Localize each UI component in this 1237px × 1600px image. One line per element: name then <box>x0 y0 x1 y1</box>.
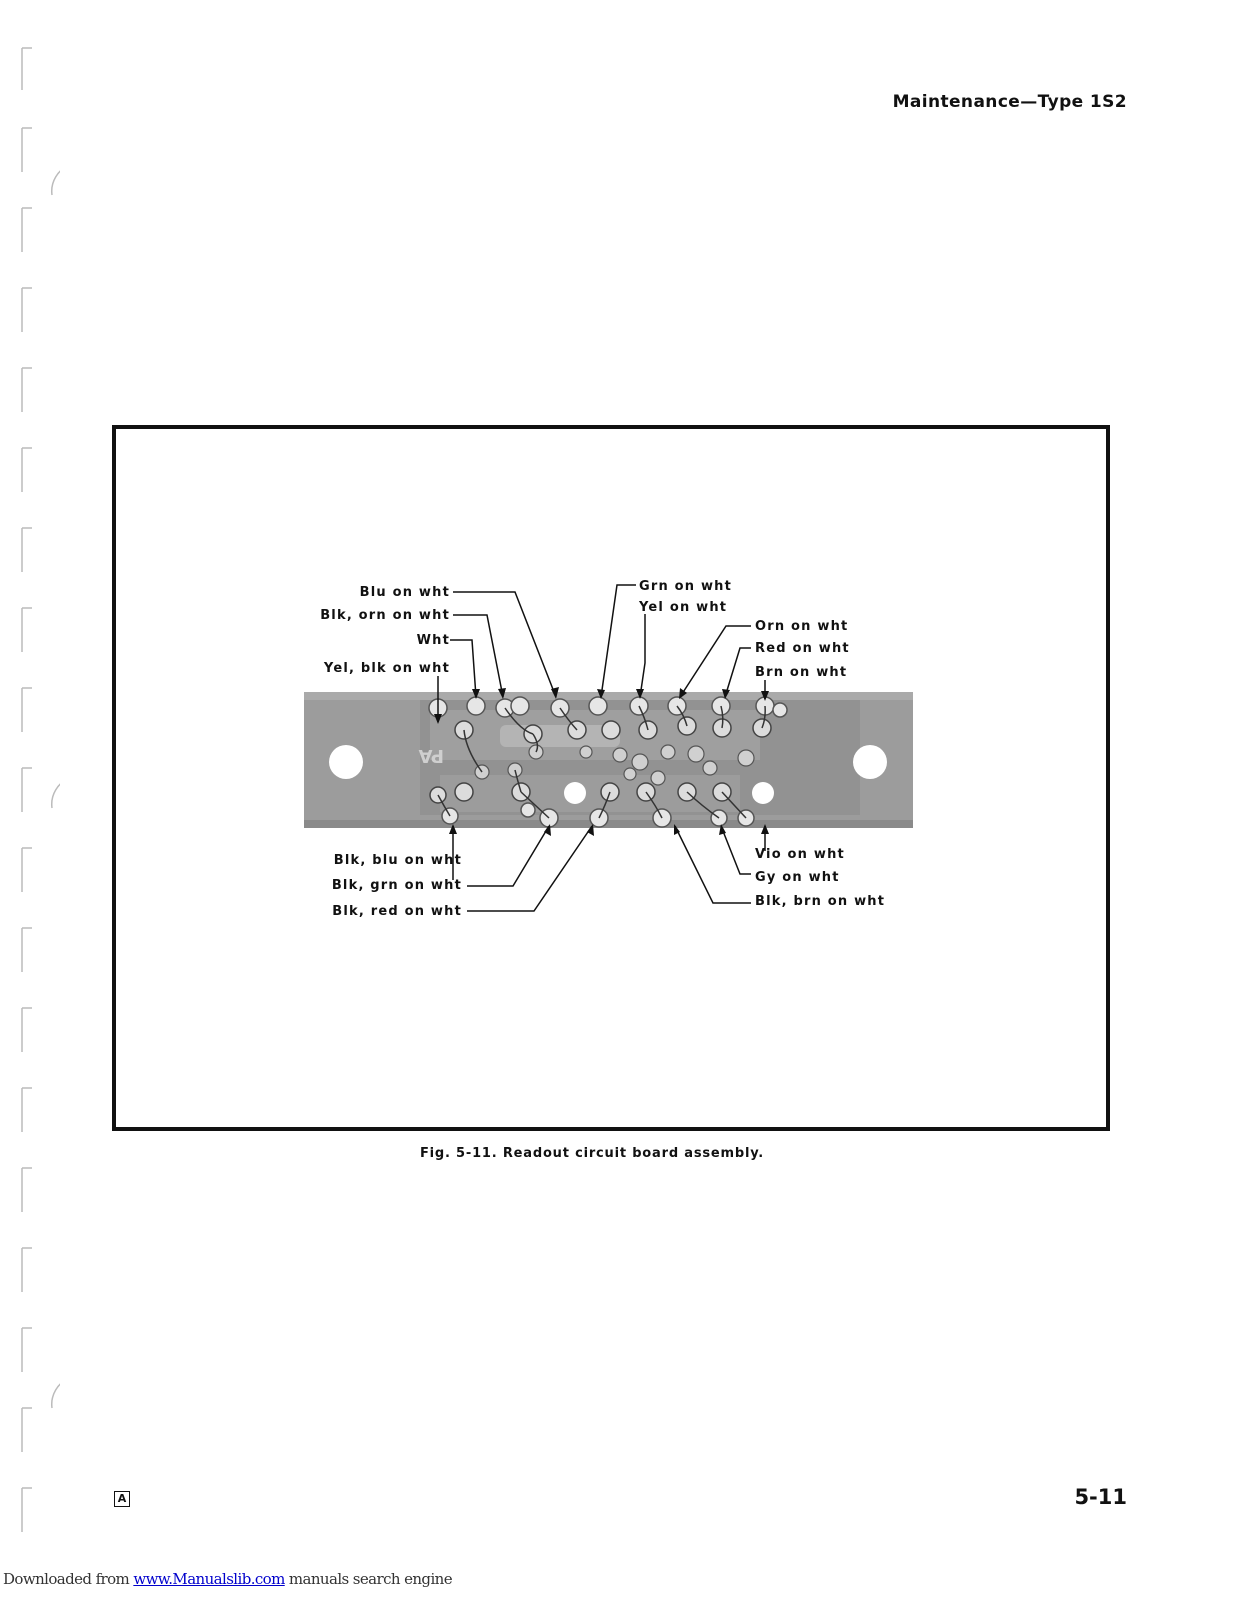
label-yel-on-wht: Yel on wht <box>638 600 727 615</box>
page-header: Maintenance—Type 1S2 <box>892 92 1127 112</box>
label-vio-on-wht: Vio on wht <box>755 847 845 862</box>
board-hole <box>752 782 774 804</box>
mounting-hole-right <box>853 745 887 779</box>
label-orn-on-wht: Orn on wht <box>755 619 848 634</box>
footer-suffix: manuals search engine <box>284 1570 453 1588</box>
manualslib-link[interactable]: www.Manualslib.com <box>133 1570 285 1588</box>
board-marking: PA <box>418 745 444 766</box>
page-number: 5-11 <box>1074 1485 1127 1509</box>
readout-circuit-board: PA <box>304 692 913 828</box>
figure-caption: Fig. 5-11. Readout circuit board assembl… <box>419 1146 765 1161</box>
label-gy-on-wht: Gy on wht <box>755 870 840 885</box>
download-footer: Downloaded from www.Manualslib.com manua… <box>3 1570 453 1588</box>
label-blk-red-on-wht: Blk, red on wht <box>332 904 462 919</box>
label-blk-grn-on-wht: Blk, grn on wht <box>332 878 462 893</box>
label-yel-blk-on-wht: Yel, blk on wht <box>323 661 450 676</box>
label-blk-orn-on-wht: Blk, orn on wht <box>320 608 450 623</box>
label-wht: Wht <box>417 633 450 648</box>
revision-mark: A <box>114 1491 130 1507</box>
figure-frame <box>112 425 1110 1131</box>
label-red-on-wht: Red on wht <box>755 641 850 656</box>
label-grn-on-wht: Grn on wht <box>639 579 732 594</box>
board-hole <box>564 782 586 804</box>
leader-arrowheads <box>434 687 769 836</box>
label-blk-brn-on-wht: Blk, brn on wht <box>755 894 885 909</box>
footer-prefix: Downloaded from <box>3 1570 134 1588</box>
label-blu-on-wht: Blu on wht <box>360 585 450 600</box>
label-blk-blu-on-wht: Blk, blu on wht <box>334 853 462 868</box>
mounting-hole-left <box>329 745 363 779</box>
binding-marks <box>21 47 60 1532</box>
label-brn-on-wht: Brn on wht <box>755 665 847 680</box>
